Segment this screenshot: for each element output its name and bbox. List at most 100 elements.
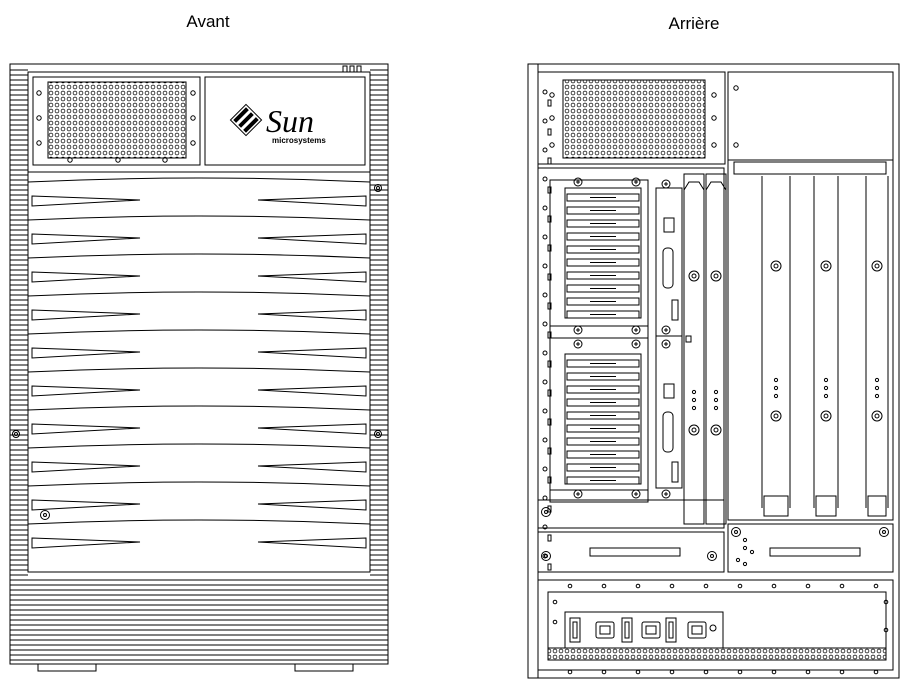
rail-hole — [543, 206, 547, 210]
board-screw — [574, 340, 582, 348]
front-drive-bays — [28, 178, 370, 548]
rear-fan-tray-left — [538, 532, 724, 572]
memory-module — [567, 259, 639, 266]
rail-hole — [543, 409, 547, 413]
rail-hole — [543, 467, 547, 471]
bay-separator — [28, 178, 370, 182]
memory-module — [567, 464, 639, 471]
rail-hole — [543, 264, 547, 268]
psu-led — [824, 394, 827, 397]
rail-hole — [543, 148, 547, 152]
bay-separator — [28, 368, 370, 372]
psu-led — [875, 394, 878, 397]
bay-separator — [28, 216, 370, 220]
psu-led — [774, 386, 777, 389]
board-screw — [574, 490, 582, 498]
bay-handle-right — [258, 424, 366, 434]
memory-module — [567, 438, 639, 445]
rear-fan-tray-right — [728, 524, 893, 572]
memory-module — [567, 285, 639, 292]
front-chassis — [10, 64, 388, 671]
memory-module — [567, 451, 639, 458]
sun-logo: Sun microsystems — [230, 103, 326, 145]
power-supply-1 — [762, 176, 790, 508]
rear-top-grille — [563, 80, 705, 158]
rear-view-label: Arrière — [668, 14, 720, 33]
psu-screw — [821, 261, 831, 271]
status-led-3 — [357, 66, 361, 72]
rear-top-right-panel — [728, 72, 893, 160]
power-switch — [622, 618, 632, 642]
bay-handle-right — [258, 538, 366, 548]
board-screw — [574, 178, 582, 186]
front-right-foot — [295, 664, 353, 671]
bay-handle-left — [32, 310, 140, 320]
psu-screw — [872, 411, 882, 421]
bay-handle-left — [32, 538, 140, 548]
rear-pci-slot-1 — [684, 174, 704, 524]
power-switch — [666, 618, 676, 642]
power-switch — [570, 618, 580, 642]
front-grille — [48, 82, 186, 158]
front-lock-icon — [41, 511, 50, 520]
psu-led — [875, 378, 878, 381]
ac-inlet — [596, 622, 614, 638]
memory-module — [567, 246, 639, 253]
rear-top-grille-frame — [538, 72, 725, 164]
psu-led — [824, 386, 827, 389]
bay-handle-right — [258, 234, 366, 244]
bay-separator — [28, 254, 370, 258]
rail-slot — [548, 158, 551, 164]
board-screw — [662, 326, 670, 334]
bay-separator — [28, 520, 370, 524]
bay-handle-right — [258, 462, 366, 472]
bay-separator — [28, 444, 370, 448]
rail-hole — [543, 351, 547, 355]
power-supply-2 — [814, 176, 838, 508]
memory-module — [567, 272, 639, 279]
memory-module — [567, 207, 639, 214]
bay-handle-left — [32, 462, 140, 472]
psu-led — [774, 378, 777, 381]
bay-separator — [28, 292, 370, 296]
serial-port-2 — [663, 412, 673, 452]
sun-logo-text: Sun — [266, 103, 314, 139]
memory-module — [567, 220, 639, 227]
rear-power-inlet-panel — [538, 580, 893, 670]
rail-hole — [543, 235, 547, 239]
front-door-panel — [28, 172, 370, 572]
ethernet-port-1 — [664, 218, 674, 232]
rear-io-module-column — [656, 188, 682, 488]
front-outline — [10, 64, 388, 664]
rail-hole — [543, 322, 547, 326]
ac-inlet-module — [565, 612, 723, 648]
bay-handle-left — [32, 272, 140, 282]
rail-hole — [543, 380, 547, 384]
front-right-vents — [370, 70, 388, 575]
memory-module — [567, 412, 639, 419]
rear-io-frame — [538, 168, 724, 528]
bay-handle-left — [32, 196, 140, 206]
bay-handle-left — [32, 234, 140, 244]
rail-slot — [548, 100, 551, 106]
board-screw — [662, 490, 670, 498]
front-left-vents — [10, 70, 28, 575]
bay-separator — [28, 406, 370, 410]
bay-handle-left — [32, 424, 140, 434]
bay-separator — [28, 330, 370, 334]
front-grille-frame — [33, 77, 200, 165]
board-screw — [632, 340, 640, 348]
board-screw — [574, 326, 582, 334]
psu-screw — [821, 411, 831, 421]
bay-handle-left — [32, 500, 140, 510]
ac-inlet — [642, 622, 660, 638]
rail-slot — [548, 535, 551, 541]
board-screw — [662, 340, 670, 348]
bay-handle-left — [32, 348, 140, 358]
front-bottom-vents — [10, 580, 388, 660]
bay-handle-right — [258, 196, 366, 206]
bay-handle-left — [32, 386, 140, 396]
inlet-screw — [710, 625, 716, 631]
rail-slot — [548, 129, 551, 135]
